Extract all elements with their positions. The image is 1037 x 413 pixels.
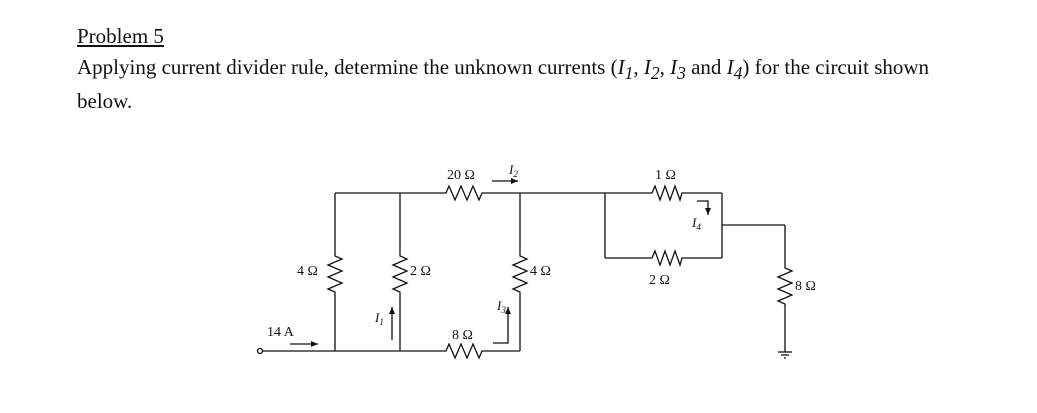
label-i2: I2 [508, 162, 518, 179]
resistor-mid-2ohm [391, 250, 409, 298]
current-i4: I4 [726, 55, 743, 84]
resistor-right-8ohm [776, 262, 794, 310]
label-r-right: 8 Ω [795, 279, 816, 294]
label-r-par-bottom: 2 Ω [649, 273, 670, 288]
resistor-center-4ohm [511, 250, 529, 298]
resistor-parallel-2ohm [648, 249, 686, 268]
separator: , [659, 55, 671, 79]
problem-statement: Applying current divider rule, determine… [77, 53, 977, 115]
statement-text-before: Applying current divider rule, determine… [77, 55, 618, 79]
problem-title: Problem 5 [77, 24, 164, 48]
source-label: 14 A [267, 325, 295, 340]
separator: and [685, 55, 727, 79]
label-i3: I3 [496, 298, 506, 315]
current-i2: I2 [643, 55, 660, 84]
label-r-left: 4 Ω [297, 264, 318, 279]
current-i1: I1 [617, 55, 634, 84]
label-r-bottom: 8 Ω [452, 328, 473, 343]
statement-text-after: ) for the circuit shown below. [77, 55, 930, 114]
separator: , [633, 55, 644, 79]
source-terminal [256, 347, 264, 355]
resistor-left-4ohm [326, 250, 344, 298]
label-r-center: 4 Ω [530, 264, 551, 279]
label-i4: I4 [691, 215, 701, 232]
i3-arrow [493, 307, 511, 344]
label-r-top: 20 Ω [447, 168, 475, 183]
resistor-bottom-8ohm [440, 342, 488, 360]
resistor-top-20ohm [440, 184, 488, 202]
current-i3: I3 [670, 55, 686, 84]
label-i1: I1 [374, 310, 384, 327]
resistor-parallel-1ohm [648, 184, 686, 203]
i4-arrow [697, 200, 711, 215]
label-r-par-top: 1 Ω [655, 168, 676, 183]
label-r-mid: 2 Ω [410, 264, 431, 279]
